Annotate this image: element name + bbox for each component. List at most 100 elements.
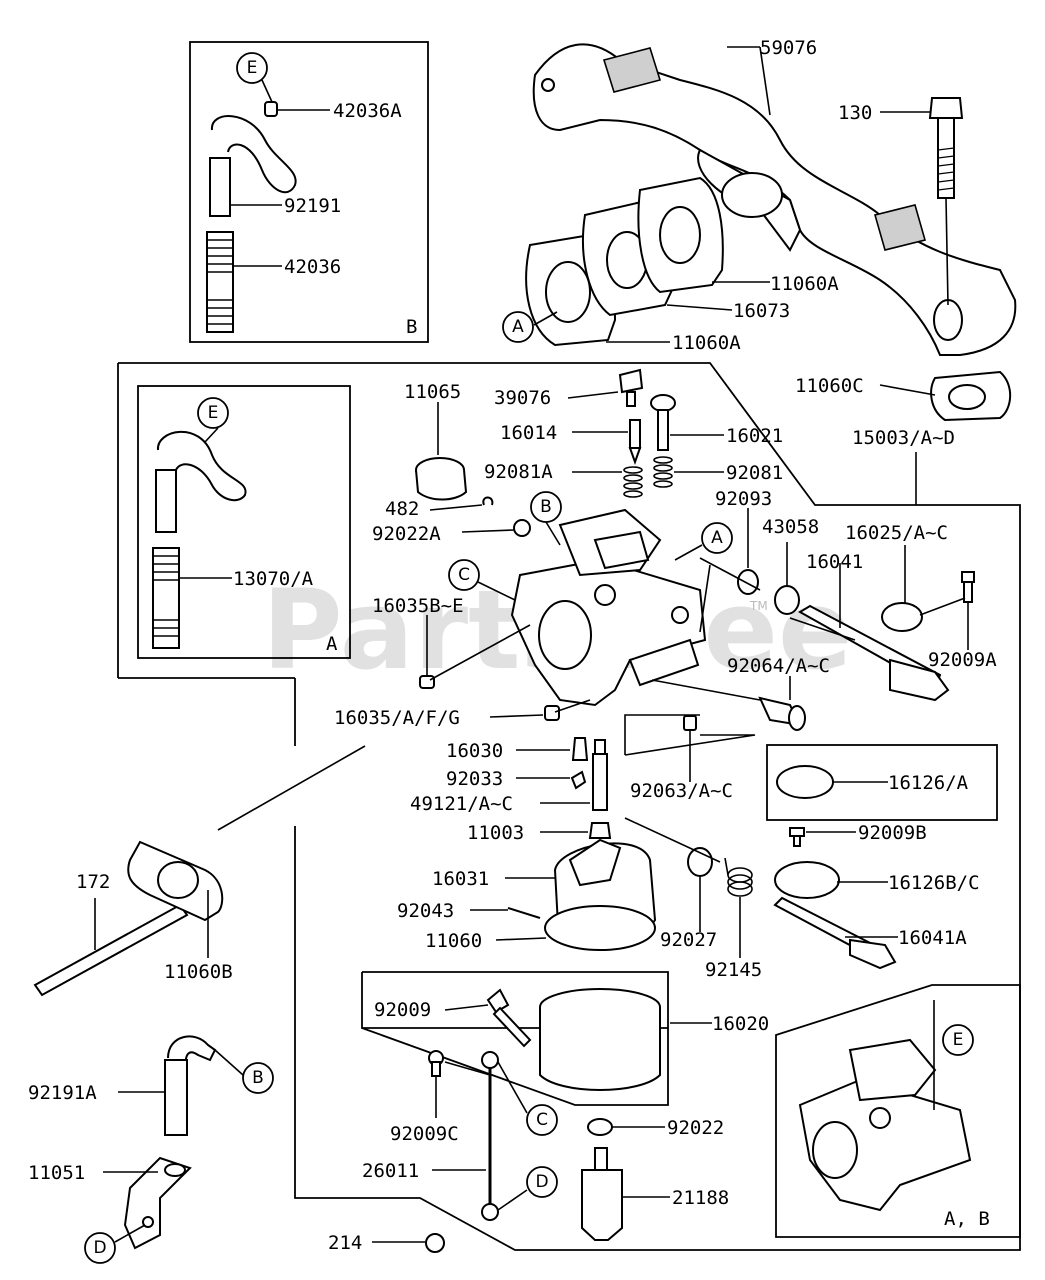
inset-box-ab: A, B: [775, 984, 1021, 1238]
label-16041: 16041: [806, 551, 863, 573]
label-92063: 92063/A~C: [630, 780, 733, 802]
screw-92009: [486, 988, 532, 1048]
spring-92081A: [623, 466, 643, 498]
label-92009B: 92009B: [858, 822, 927, 844]
callout-a-gasket: A: [502, 311, 534, 343]
callout-d-bottom-left: D: [84, 1232, 116, 1264]
stud-172: [33, 903, 189, 997]
label-92191: 92191: [284, 195, 341, 217]
float-bowl-16020: [361, 971, 669, 1106]
cap-11065: [415, 457, 468, 501]
label-15003: 15003/A~D: [852, 427, 955, 449]
svg-text:A: A: [512, 317, 524, 337]
label-16014: 16014: [500, 422, 557, 444]
valve-16030: [571, 737, 589, 761]
label-16020: 16020: [712, 1013, 769, 1035]
svg-text:C: C: [536, 1110, 548, 1130]
label-92009A: 92009A: [928, 649, 997, 671]
jet-92063: [683, 715, 697, 731]
label-11003: 11003: [467, 822, 524, 844]
label-11060: 11060: [425, 930, 482, 952]
label-92081A: 92081A: [484, 461, 553, 483]
svg-text:A: A: [711, 528, 723, 548]
plate-16126BC: [774, 861, 840, 899]
label-16073: 16073: [733, 300, 790, 322]
label-49121: 49121/A~C: [410, 793, 513, 815]
callout-b-main: B: [530, 491, 562, 523]
svg-text:D: D: [93, 1238, 106, 1258]
bushing-43058: [774, 585, 800, 615]
label-92191A: 92191A: [28, 1082, 97, 1104]
spring-92081: [653, 456, 673, 488]
washer-92022A: [513, 519, 531, 537]
label-11051: 11051: [28, 1162, 85, 1184]
trademark: TM: [749, 599, 768, 613]
svg-text:B: B: [540, 497, 552, 517]
gasket-11060C: [930, 370, 1012, 422]
svg-text:E: E: [247, 58, 258, 78]
label-482: 482: [385, 498, 419, 520]
needle-16014: [628, 419, 642, 465]
label-11060A-1: 11060A: [770, 273, 839, 295]
svg-text:E: E: [208, 403, 219, 423]
label-92093: 92093: [715, 488, 772, 510]
label-16030: 16030: [446, 740, 503, 762]
callout-b-bottom: B: [242, 1062, 274, 1094]
tube-49121: [592, 739, 608, 811]
callout-c-wire: C: [526, 1104, 558, 1136]
callout-d-wire: D: [526, 1166, 558, 1198]
plate-16025: [881, 602, 923, 632]
screw-92064: [758, 696, 806, 731]
inset-box-b-label: B: [406, 316, 417, 338]
hose-92191A: [164, 1035, 217, 1136]
label-92081: 92081: [726, 462, 783, 484]
jet-16035B: [419, 675, 435, 689]
svg-text:C: C: [458, 565, 470, 585]
label-92027: 92027: [660, 929, 717, 951]
label-214: 214: [328, 1232, 362, 1254]
bolt-130: [928, 97, 964, 306]
label-16025: 16025/A~C: [845, 522, 948, 544]
label-11060B: 11060B: [164, 961, 233, 983]
clip-482: [482, 496, 494, 506]
screw-39076: [618, 368, 644, 407]
label-92033: 92033: [446, 768, 503, 790]
oring-92093: [737, 569, 759, 595]
inset-box-16126A: [766, 744, 998, 821]
label-16035BE: 16035B~E: [372, 595, 464, 617]
svg-text:D: D: [535, 1172, 548, 1192]
spring-92145: [724, 857, 753, 897]
svg-text:E: E: [953, 1030, 964, 1050]
screw-214: [425, 1233, 445, 1253]
intake-manifold: [532, 43, 1017, 356]
label-16126BC: 16126B/C: [888, 872, 980, 894]
screw-92009B: [789, 827, 805, 847]
label-11060C: 11060C: [795, 375, 864, 397]
carburetor-body: [510, 508, 707, 707]
inset-box-ab-label: A, B: [944, 1208, 990, 1230]
gasket-11060B: [127, 840, 224, 922]
solenoid-21188: [581, 1147, 623, 1241]
inset-box-b: B: [189, 41, 429, 343]
label-92043: 92043: [397, 900, 454, 922]
shaft-16041A: [773, 896, 897, 970]
label-42036A: 42036A: [333, 100, 402, 122]
screw-92009C: [428, 1050, 444, 1077]
label-92009C: 92009C: [390, 1123, 459, 1145]
label-11065: 11065: [404, 381, 461, 403]
washer-92022: [587, 1118, 613, 1136]
label-11060A-2: 11060A: [672, 332, 741, 354]
label-16041A: 16041A: [898, 927, 967, 949]
svg-text:B: B: [252, 1068, 264, 1088]
label-16035AFG: 16035/A/F/G: [334, 707, 460, 729]
label-92009: 92009: [374, 999, 431, 1021]
label-39076: 39076: [494, 387, 551, 409]
jet-11003: [588, 822, 612, 839]
label-172: 172: [76, 871, 110, 893]
gasket-11060: [544, 905, 656, 951]
wire-26011: [481, 1051, 499, 1221]
callout-e-box-a: E: [197, 397, 229, 429]
label-13070: 13070/A: [233, 568, 314, 590]
label-21188: 21188: [672, 1187, 729, 1209]
